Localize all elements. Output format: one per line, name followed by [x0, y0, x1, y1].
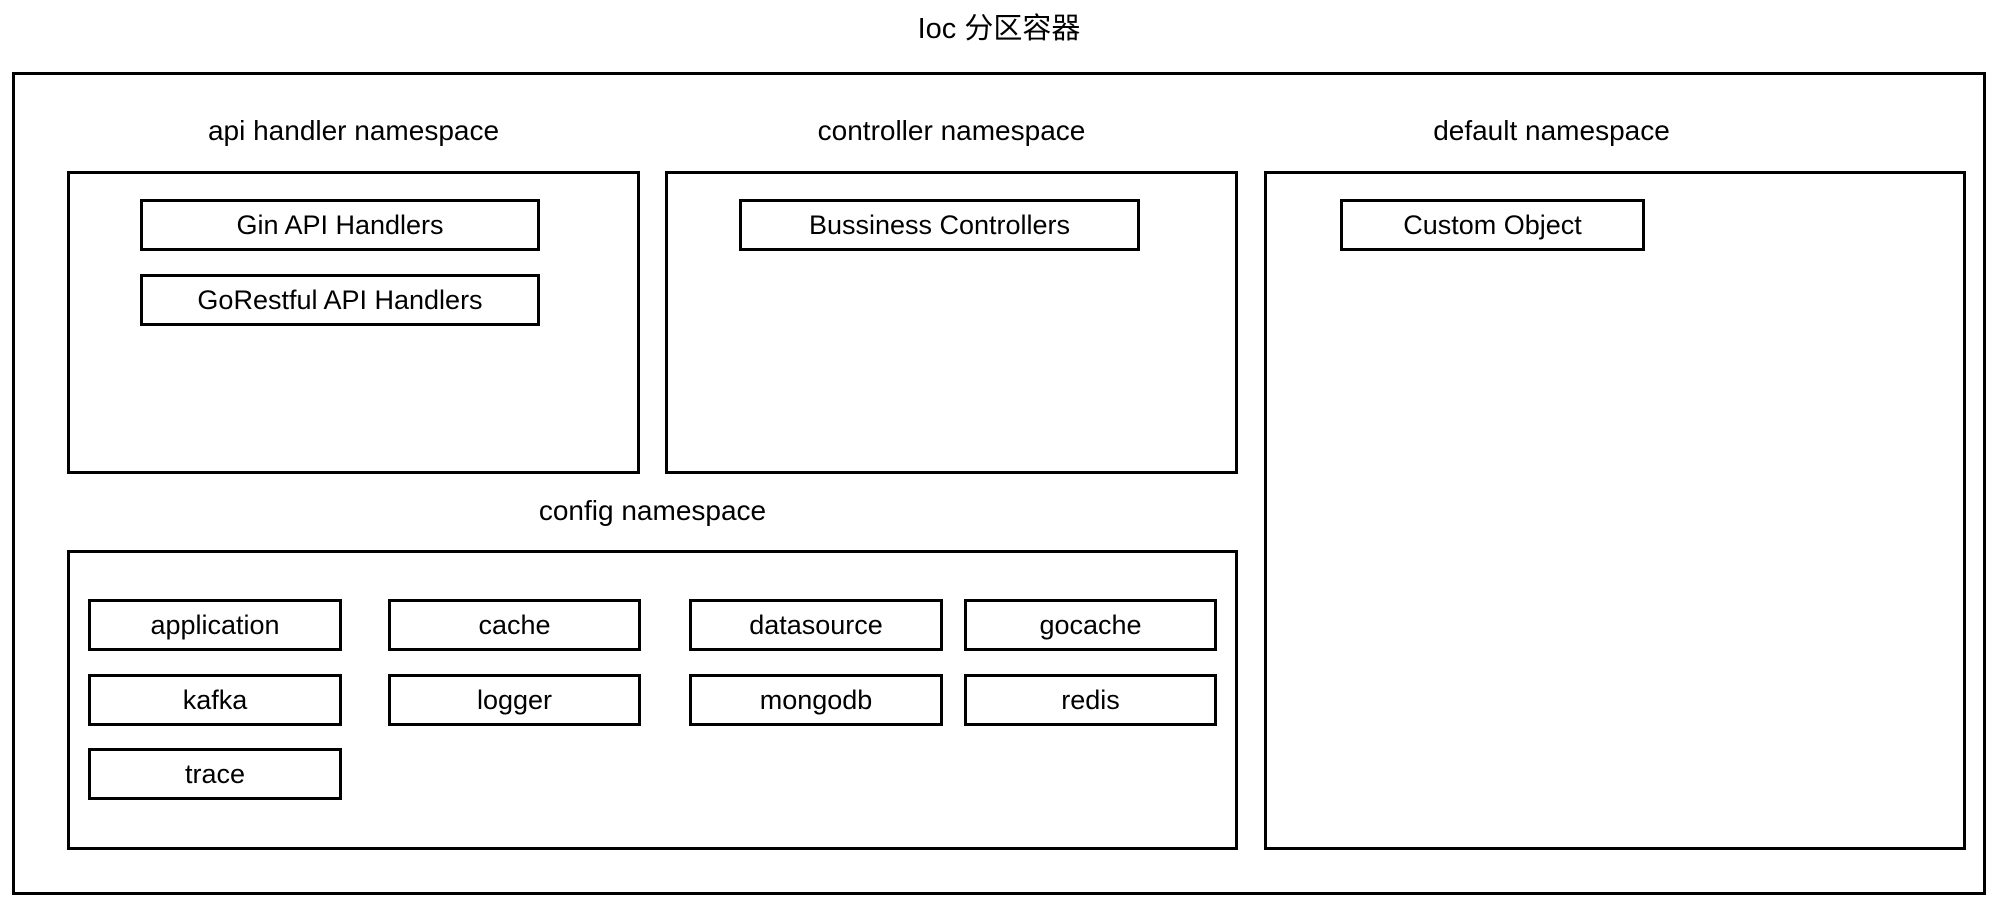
config-item-redis: redis	[964, 674, 1217, 726]
config-item-trace: trace	[88, 748, 342, 800]
controller-namespace-label: controller namespace	[817, 115, 1086, 146]
config-item-datasource: datasource	[689, 599, 943, 651]
gorestful-api-handlers-box: GoRestful API Handlers	[140, 274, 540, 326]
default-namespace-box	[1264, 171, 1966, 850]
config-namespace-label: config namespace	[538, 495, 767, 526]
config-item-gocache: gocache	[964, 599, 1217, 651]
config-item-cache: cache	[388, 599, 641, 651]
config-item-kafka: kafka	[88, 674, 342, 726]
custom-object-box: Custom Object	[1340, 199, 1645, 251]
diagram-title: Ioc 分区容器	[917, 13, 1081, 45]
ioc-container-box: api handler namespace controller namespa…	[12, 72, 1986, 895]
bussiness-controllers-box: Bussiness Controllers	[739, 199, 1140, 251]
gin-api-handlers-box: Gin API Handlers	[140, 199, 540, 251]
config-item-logger: logger	[388, 674, 641, 726]
config-item-mongodb: mongodb	[689, 674, 943, 726]
default-namespace-label: default namespace	[1433, 115, 1670, 146]
config-item-application: application	[88, 599, 342, 651]
api-handler-namespace-label: api handler namespace	[207, 115, 500, 146]
